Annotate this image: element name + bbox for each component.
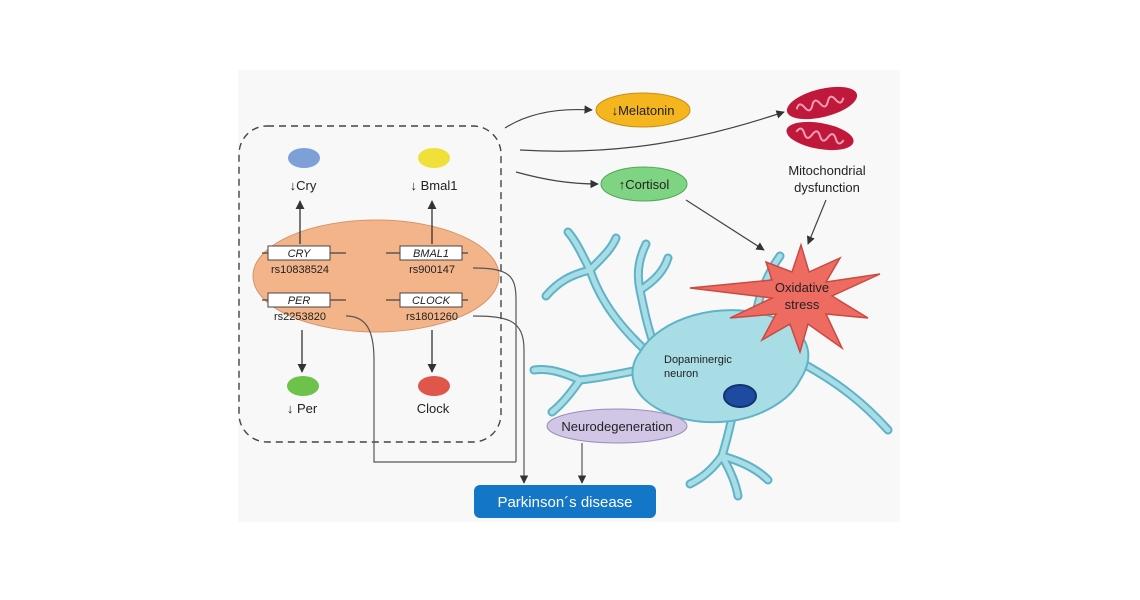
arrow-to-mitochondria [519, 110, 785, 152]
arrow-to-melatonin [504, 105, 593, 129]
cry-product-label: ↓Cry [290, 178, 317, 193]
cortisol-label: ↑Cortisol [619, 177, 670, 192]
neurodegeneration-label: Neurodegeneration [561, 419, 672, 434]
gene-clock-snp: rs1801260 [406, 311, 458, 323]
gene-bmal1-snp: rs900147 [409, 264, 455, 276]
per-protein-oval [287, 376, 319, 396]
mitochondria-icon [786, 86, 858, 151]
gene-bmal1: BMAL1 rs900147 [386, 245, 468, 276]
bmal1-product-label: ↓ Bmal1 [411, 178, 458, 193]
neuron-label-line1: Dopaminergic [664, 354, 732, 366]
gene-cry-name: CRY [288, 248, 311, 260]
gene-cry: CRY rs10838524 [262, 245, 346, 276]
gene-cry-box [267, 245, 331, 261]
oxidative-stress-star [689, 242, 881, 355]
gene-bmal1-box [399, 245, 463, 261]
bmal1-protein-oval [418, 148, 450, 168]
clock-product-label: Clock [417, 401, 450, 416]
mitochondria-label-line2: dysfunction [794, 180, 860, 195]
per-product-label: ↓ Per [287, 401, 318, 416]
melatonin-label: ↓Melatonin [612, 103, 675, 118]
connector-per-to-pd [345, 315, 516, 463]
gene-clock-box [399, 292, 463, 308]
neuron-label-line2: neuron [664, 368, 698, 380]
neurodegeneration-oval [546, 408, 688, 444]
mitochondria-label-line1: Mitochondrial [788, 163, 865, 178]
clock-genes-dashed-box [238, 125, 502, 443]
gene-per-box [267, 292, 331, 308]
clock-protein-oval [418, 376, 450, 396]
arrow-mitochondria-to-stress [806, 199, 827, 245]
gene-cry-snp: rs10838524 [271, 264, 329, 276]
arrow-to-cortisol [515, 171, 599, 189]
gene-bmal1-name: BMAL1 [413, 248, 449, 260]
connector-bmal1-to-pd [472, 267, 517, 462]
cortisol-oval [600, 166, 688, 202]
parkinsons-box [474, 485, 656, 518]
gene-clock: CLOCK rs1801260 [386, 292, 468, 323]
connector-clock-to-pd [472, 315, 525, 462]
gene-per: PER rs2253820 [262, 292, 346, 323]
parkinsons-label: Parkinson´s disease [497, 494, 632, 511]
neuron-nucleus [723, 384, 757, 408]
gene-per-name: PER [288, 295, 311, 307]
gene-per-snp: rs2253820 [274, 311, 326, 323]
dopaminergic-neuron [529, 227, 893, 501]
arrow-cortisol-to-stress [685, 199, 765, 251]
gene-clock-name: CLOCK [412, 295, 451, 307]
melatonin-oval [595, 92, 691, 128]
oxidative-label-line1: Oxidative [775, 280, 829, 295]
cry-protein-oval [288, 148, 320, 168]
oxidative-label-line2: stress [785, 297, 820, 312]
